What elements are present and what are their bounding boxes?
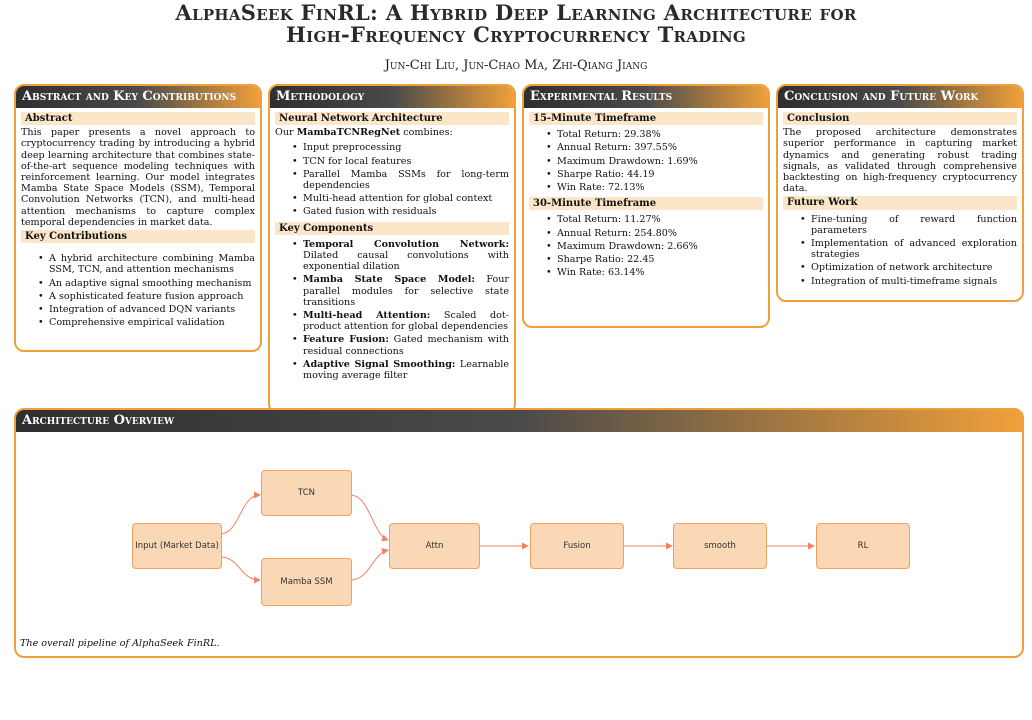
component-name: Adaptive Signal Smoothing: — [303, 358, 456, 370]
steps-list: Input preprocessing TCN for local featur… — [275, 142, 509, 217]
title-line-1: AlphaSeek FinRL: A Hybrid Deep Learning … — [175, 0, 857, 25]
abstract-text: This paper presents a novel approach to … — [21, 127, 255, 228]
list-item: Total Return: 29.38% — [546, 129, 763, 140]
list-item: Mamba State Space Model: Four parallel m… — [292, 274, 509, 308]
intro-suffix: combines: — [400, 127, 453, 139]
future-list: Fine-tuning of reward function parameter… — [783, 214, 1017, 287]
results-panel-heading: Experimental Results — [524, 86, 768, 108]
abstract-panel-heading: Abstract and Key Contributions — [16, 86, 260, 108]
list-item: An adaptive signal smoothing mechanism — [38, 278, 255, 289]
list-item: Implementation of advanced exploration s… — [800, 238, 1017, 260]
component-name: Multi-head Attention: — [303, 310, 431, 322]
contributions-list: A hybrid architecture combining Mamba SS… — [21, 253, 255, 328]
component-desc: Scaled dot-product attention for global … — [303, 310, 509, 333]
node-input: Input (Market Data) — [132, 523, 222, 569]
list-item: Temporal Convolution Network: Dilated ca… — [292, 238, 509, 273]
conclusion-text: The proposed architecture demonstrates s… — [783, 127, 1017, 195]
list-item: A sophisticated feature fusion approach — [38, 291, 255, 302]
future-subheading: Future Work — [783, 196, 1017, 210]
edge-mamba-attn — [349, 548, 389, 581]
component-desc: Learnable moving average filter — [303, 358, 509, 382]
nna-subheading: Neural Network Architecture — [275, 112, 509, 126]
tf15-list: Total Return: 29.38% Annual Return: 397.… — [529, 129, 763, 193]
methodology-panel: Methodology Neural Network Architecture … — [268, 84, 516, 414]
methodology-intro: Our MambaTCNRegNet combines: — [275, 127, 509, 138]
list-item: Feature Fusion: Gated mechanism with res… — [292, 334, 509, 357]
list-item: Annual Return: 254.80% — [546, 228, 763, 239]
node-tcn: TCN — [261, 470, 352, 516]
component-desc: Gated mechanism with residual connection… — [303, 334, 509, 357]
component-desc: Dilated causal convolutions with exponen… — [303, 250, 509, 273]
list-item: Maximum Drawdown: 1.69% — [546, 156, 763, 167]
conclusion-panel: Conclusion and Future Work Conclusion Th… — [776, 84, 1024, 302]
poster-title: AlphaSeek FinRL: A Hybrid Deep Learning … — [0, 2, 1032, 46]
list-item: Input preprocessing — [292, 142, 509, 153]
tf30-subheading: 30-Minute Timeframe — [529, 197, 763, 211]
list-item: Sharpe Ratio: 44.19 — [546, 169, 763, 180]
list-item: Parallel Mamba SSMs for long-term depend… — [292, 169, 509, 191]
list-item: Integration of advanced DQN variants — [38, 304, 255, 315]
architecture-caption: The overall pipeline of AlphaSeek FinRL. — [20, 638, 220, 649]
list-item: Win Rate: 72.13% — [546, 182, 763, 193]
list-item: A hybrid architecture combining Mamba SS… — [38, 253, 255, 275]
list-item: Fine-tuning of reward function parameter… — [800, 214, 1017, 236]
edge-input-mamba — [219, 556, 261, 584]
edge-tcn-attn — [349, 494, 389, 542]
components-list: Temporal Convolution Network: Dilated ca… — [275, 239, 509, 381]
architecture-panel-heading: Architecture Overview — [16, 410, 1022, 432]
node-attn: Attn — [389, 523, 480, 569]
list-item: Integration of multi-timeframe signals — [800, 276, 1017, 287]
list-item: Maximum Drawdown: 2.66% — [546, 241, 763, 252]
list-item: Gated fusion with residuals — [292, 206, 509, 217]
component-desc: Four parallel modules for selective stat… — [303, 274, 509, 308]
list-item: Adaptive Signal Smoothing: Learnable mov… — [292, 358, 509, 382]
authors: Jun-Chi Liu, Jun-Chao Ma, Zhi-Qiang Jian… — [384, 58, 648, 73]
methodology-panel-heading: Methodology — [270, 86, 514, 108]
contributions-subheading: Key Contributions — [21, 230, 255, 244]
component-name: Mamba State Space Model: — [303, 274, 475, 286]
list-item: Sharpe Ratio: 22.45 — [546, 254, 763, 265]
intro-prefix: Our — [275, 127, 297, 139]
node-fusion: Fusion — [530, 523, 624, 569]
node-mamba-ssm: Mamba SSM — [261, 558, 352, 606]
model-name: MambaTCNRegNet — [296, 127, 401, 139]
node-smooth: smooth — [673, 523, 767, 569]
tf30-list: Total Return: 11.27% Annual Return: 254.… — [529, 214, 763, 278]
list-item: Optimization of network architecture — [800, 262, 1017, 273]
list-item: Multi-head attention for global context — [292, 193, 509, 204]
conclusion-subheading: Conclusion — [783, 112, 1017, 126]
list-item: Annual Return: 397.55% — [546, 142, 763, 153]
tf15-subheading: 15-Minute Timeframe — [529, 112, 763, 126]
list-item: Multi-head Attention: Scaled dot-product… — [292, 310, 509, 333]
results-panel: Experimental Results 15-Minute Timeframe… — [522, 84, 770, 328]
list-item: Total Return: 11.27% — [546, 214, 763, 225]
list-item: Win Rate: 63.14% — [546, 267, 763, 278]
title-line-2: High-Frequency Cryptocurrency Trading — [286, 22, 746, 47]
component-name: Feature Fusion: — [303, 334, 389, 346]
components-subheading: Key Components — [275, 221, 509, 235]
pipeline-arrows — [219, 491, 815, 584]
list-item: TCN for local features — [292, 156, 509, 167]
component-name: Temporal Convolution Network: — [303, 238, 509, 250]
conclusion-panel-heading: Conclusion and Future Work — [778, 86, 1022, 108]
list-item: Comprehensive empirical validation — [38, 317, 255, 328]
abstract-panel: Abstract and Key Contributions Abstract … — [14, 84, 262, 352]
node-rl: RL — [816, 523, 910, 569]
abstract-subheading: Abstract — [21, 112, 255, 126]
pipeline-diagram: Input (Market Data) TCN Mamba SSM Attn F… — [20, 462, 922, 630]
edge-input-tcn — [219, 491, 261, 535]
